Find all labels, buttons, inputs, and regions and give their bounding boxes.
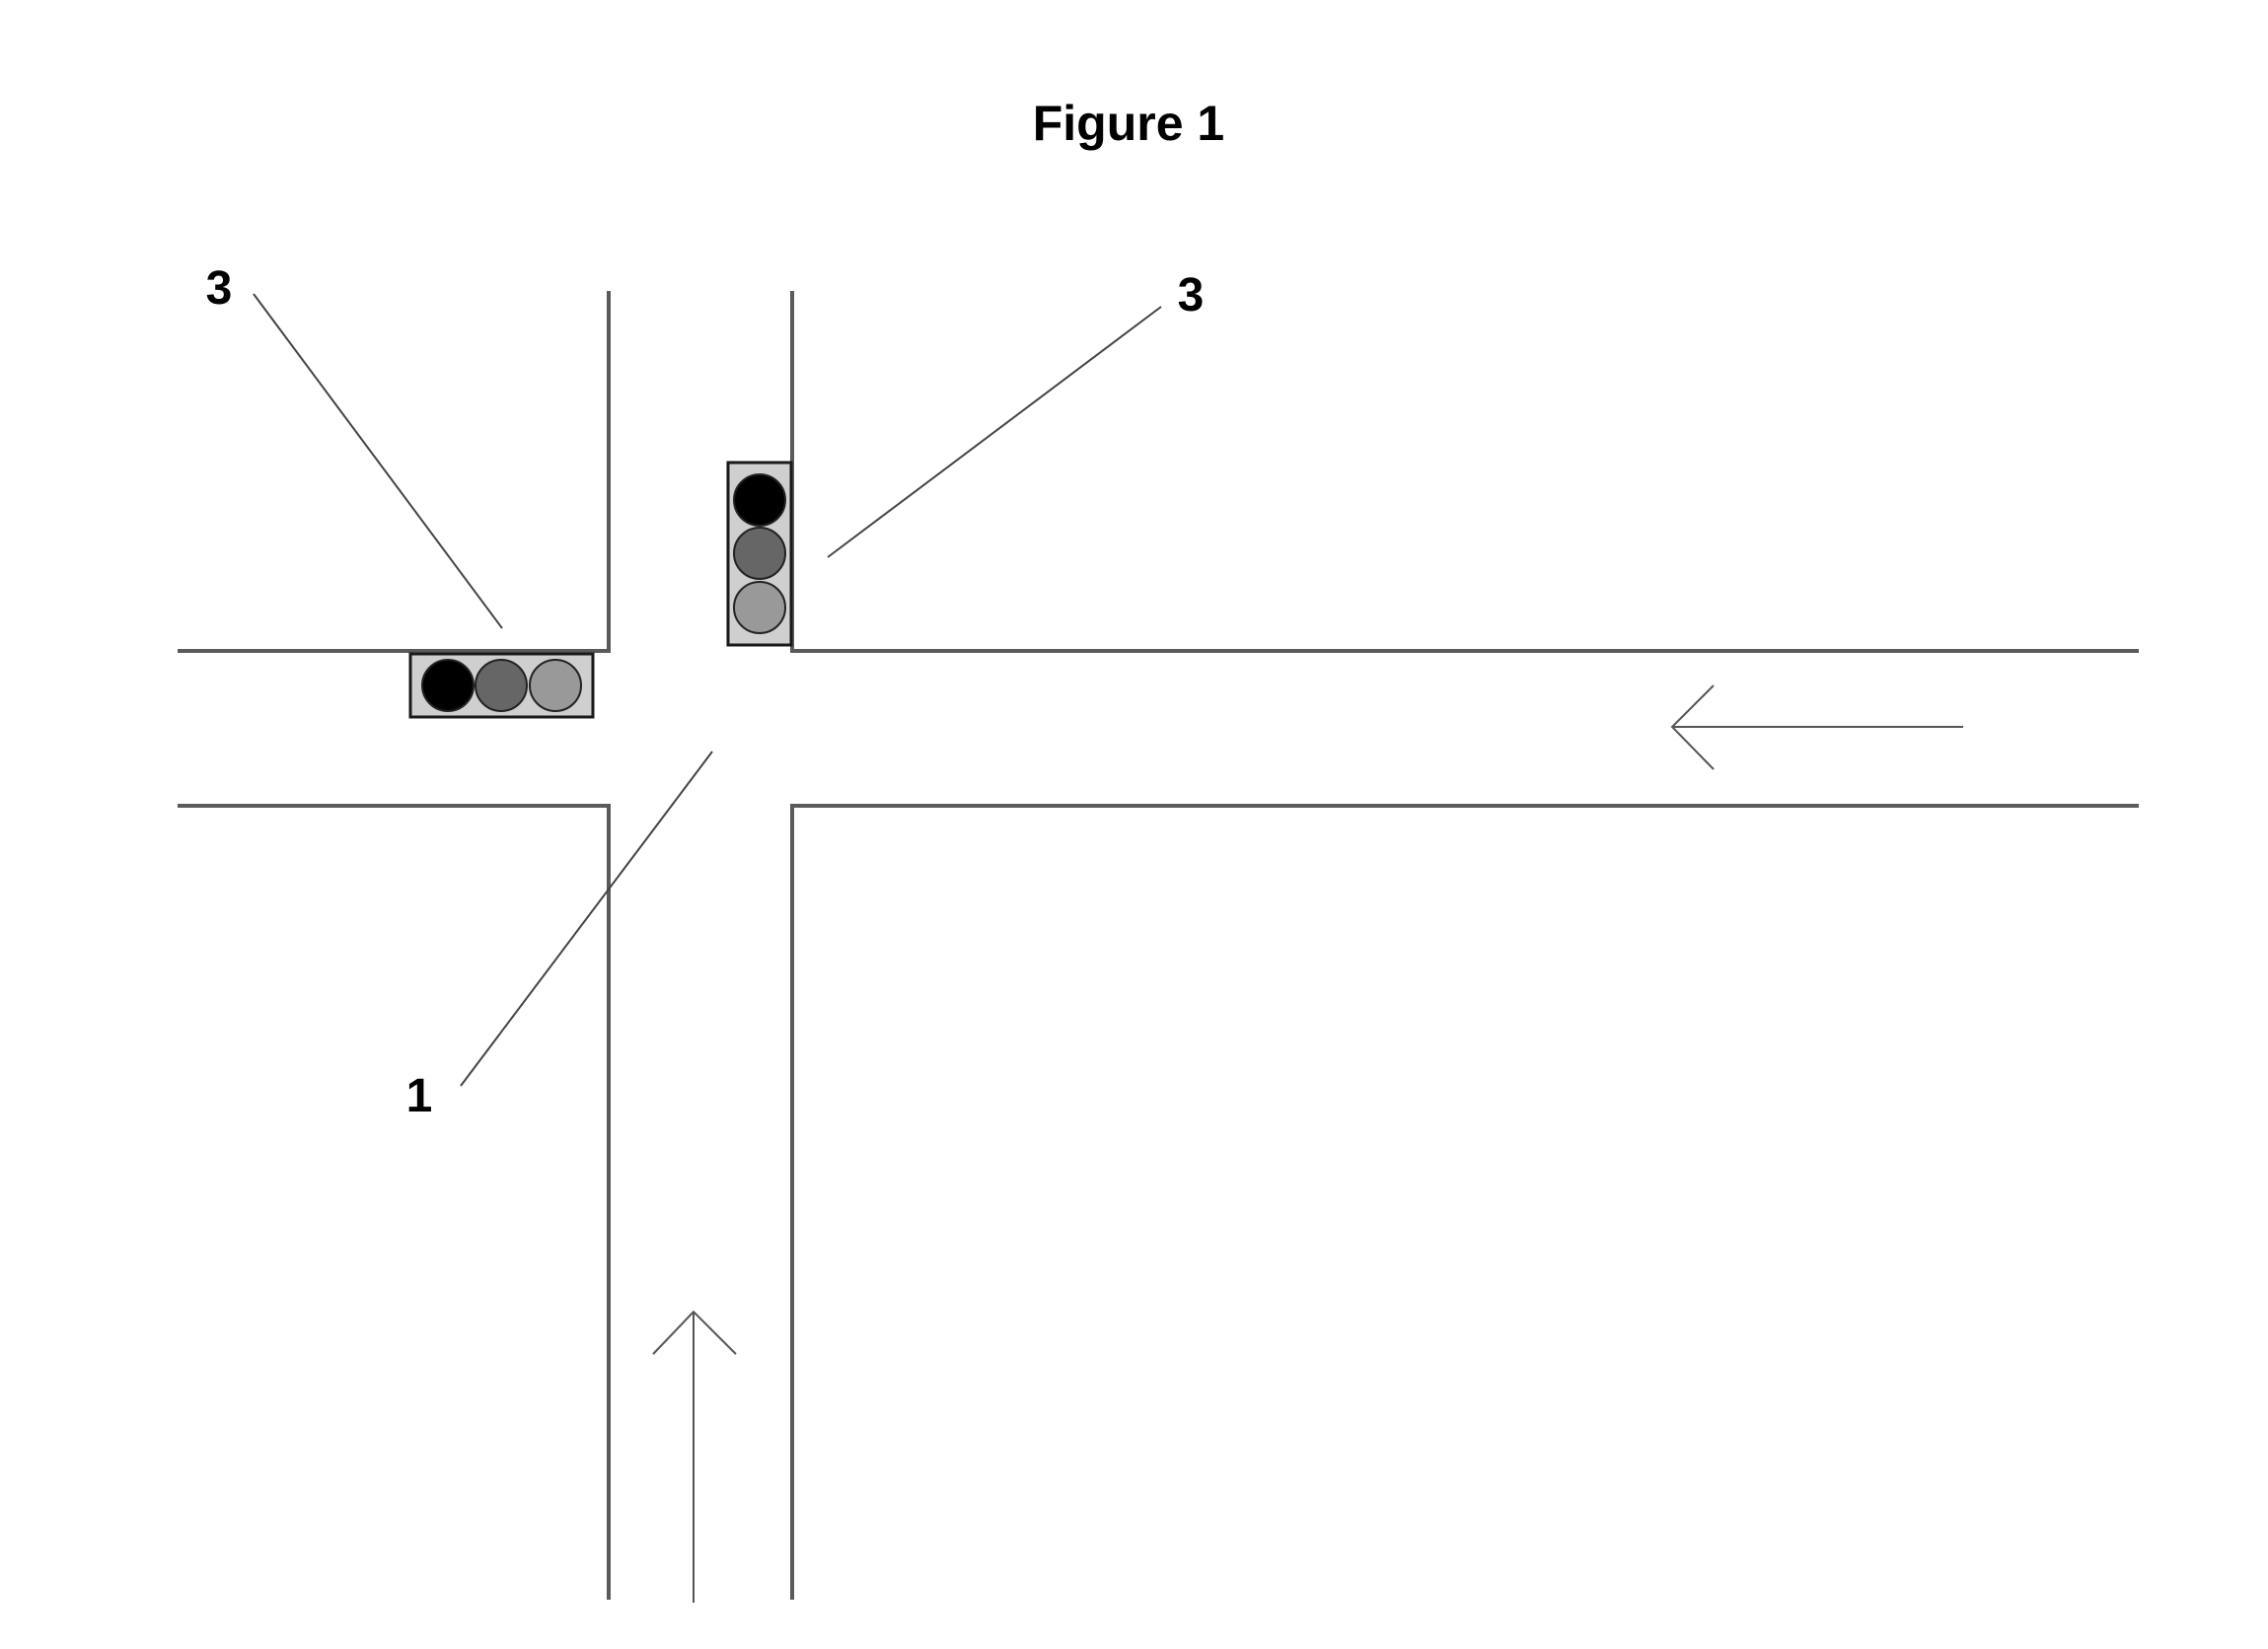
leader-lines — [253, 293, 1162, 1087]
leader-line-signal-left — [253, 293, 503, 629]
vertical-road-left-edge-lower — [178, 804, 611, 1600]
signal-lamp-middle-icon — [733, 527, 786, 580]
vertical-road-right-edge-lower — [790, 804, 2139, 1600]
signal-lamp-top-icon — [733, 473, 786, 527]
road-network — [178, 291, 2139, 1600]
vertical-road-left-edge-upper — [178, 291, 611, 653]
traffic-direction-arrows — [652, 684, 1963, 1603]
reference-label-signal-right: 3 — [1178, 269, 1205, 322]
signal-lamp-bottom-icon — [733, 581, 786, 634]
traffic-signal-vertical — [726, 461, 793, 647]
signal-lamp-bottom-icon — [529, 659, 582, 712]
arrow-left-icon — [1670, 684, 1963, 770]
traffic-signal-horizontal — [408, 652, 595, 719]
reference-label-intersection: 1 — [406, 1070, 433, 1122]
arrow-up-icon — [652, 1310, 737, 1603]
leader-line-intersection — [460, 751, 713, 1087]
signal-lamp-middle-icon — [475, 659, 528, 712]
leader-line-signal-right — [827, 306, 1162, 558]
signal-lamp-top-icon — [421, 659, 475, 712]
vertical-road-right-edge-upper — [790, 291, 2139, 653]
figure-title: Figure 1 — [1033, 96, 1224, 151]
reference-label-signal-left: 3 — [206, 262, 233, 315]
